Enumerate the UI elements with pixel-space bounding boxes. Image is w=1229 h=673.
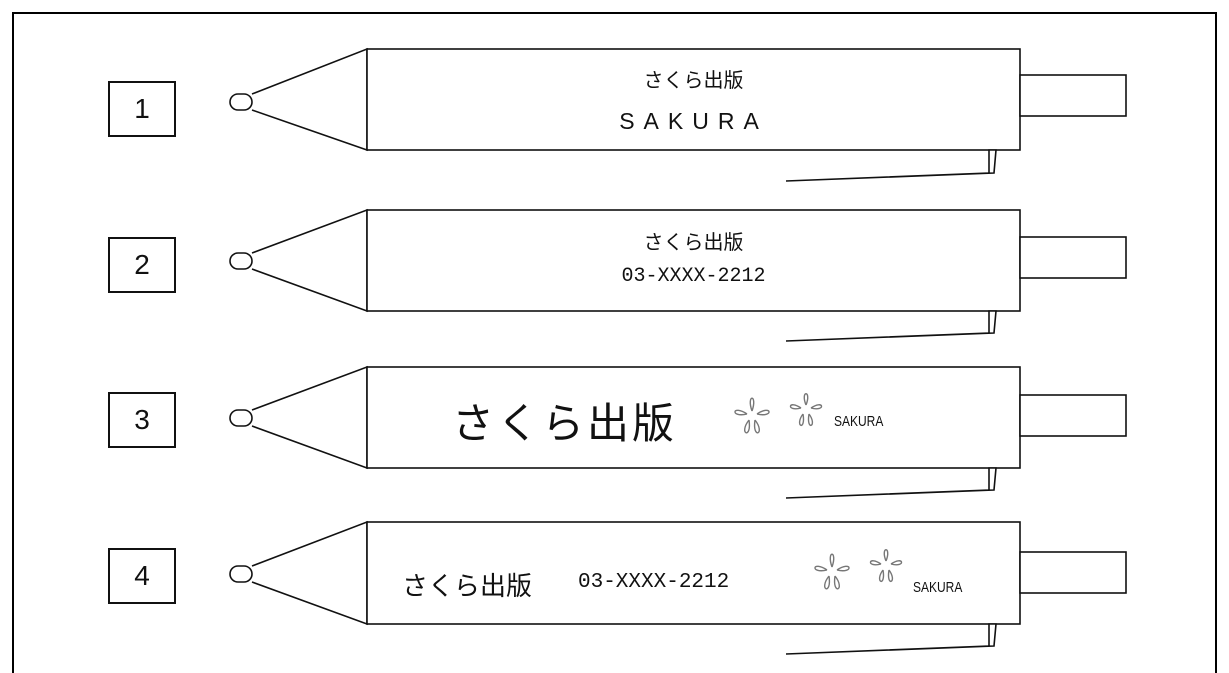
option-number-box: 4	[108, 548, 176, 604]
option-number-box: 3	[108, 392, 176, 448]
option-number-box: 1	[108, 81, 176, 137]
pen-print-company: さくら出版	[402, 572, 533, 602]
pen-print-brand: SAKURA	[913, 579, 963, 596]
option-number-box: 2	[108, 237, 176, 293]
pen-print-company: さくら出版	[643, 230, 744, 254]
pen-print-phone: 03-XXXX-2212	[578, 571, 730, 594]
option-number: 4	[134, 560, 150, 591]
pen-print-company: さくら出版	[452, 399, 678, 448]
pen-print-phone: 03-XXXX-2212	[621, 265, 766, 288]
option-number: 3	[134, 404, 150, 435]
option-number: 2	[134, 249, 150, 280]
pen-print-company: さくら出版	[643, 68, 744, 92]
pen-print-brand: SAKURA	[834, 413, 884, 430]
diagram-frame	[12, 12, 1217, 673]
option-number: 1	[134, 93, 150, 124]
pen-print-brand: SAKURA	[619, 108, 768, 134]
